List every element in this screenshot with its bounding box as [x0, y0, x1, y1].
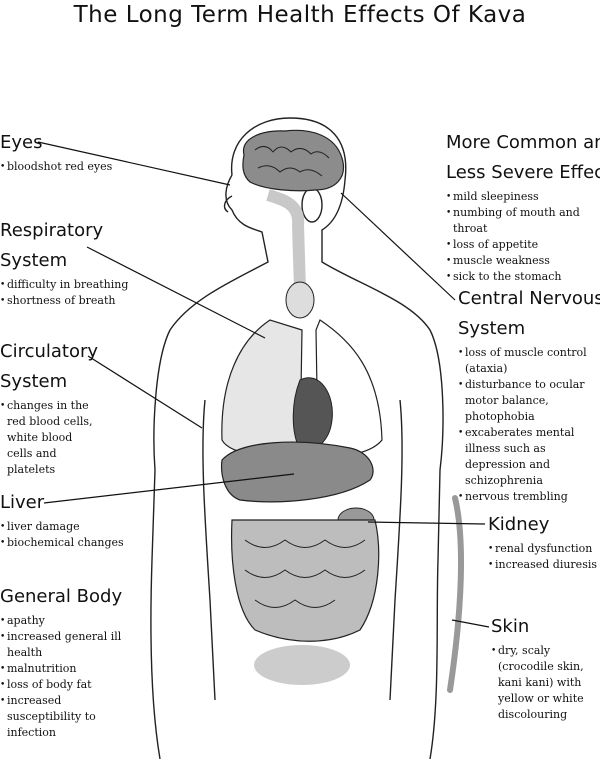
liver-heading: Liver [0, 492, 45, 513]
list-item: increased general ill health [0, 629, 126, 661]
cns-heading-line1: Central Nervous [458, 288, 600, 309]
kidney-list: renal dysfunction increased diuresis [488, 541, 600, 573]
liver [220, 441, 374, 503]
skin-list: dry, scaly (crocodile skin, kani kani) w… [491, 643, 600, 723]
respiratory-heading-line1: Respiratory [0, 220, 104, 241]
list-item: difficulty in breathing [0, 277, 150, 293]
common-effects-heading-line2: Less Severe Effects [446, 162, 600, 183]
kidney-heading: Kidney [488, 514, 550, 535]
liver-section: Liver liver damage biochemical changes [0, 488, 150, 551]
common-effects-section: More Common and Less Severe Effects mild… [446, 128, 600, 285]
respiratory-list: difficulty in breathing shortness of bre… [0, 277, 150, 309]
list-item: changes in the red blood cells, white bl… [0, 398, 96, 478]
list-item: increased diuresis [488, 557, 600, 573]
common-effects-list: mild sleepiness numbing of mouth and thr… [446, 189, 600, 285]
body-outline [150, 117, 444, 759]
liver-list: liver damage biochemical changes [0, 519, 150, 551]
circulatory-heading-line1: Circulatory [0, 341, 99, 362]
general-body-list: apathy increased general ill health maln… [0, 613, 126, 741]
skin-strip [447, 495, 465, 693]
list-item: renal dysfunction [488, 541, 600, 557]
list-item: shortness of breath [0, 293, 150, 309]
list-item: bloodshot red eyes [0, 159, 170, 175]
page-title: The Long Term Health Effects Of Kava [73, 2, 527, 28]
cns-section: Central Nervous System loss of muscle co… [458, 284, 600, 505]
list-item: sick to the stomach [446, 269, 600, 285]
list-item: apathy [0, 613, 126, 629]
list-item: nervous trembling [458, 489, 600, 505]
eyes-section: Eyes bloodshot red eyes [0, 128, 170, 175]
intestines [231, 519, 380, 642]
list-item: numbing of mouth and throat [446, 205, 600, 237]
brain [242, 129, 344, 192]
list-item: liver damage [0, 519, 150, 535]
list-item: loss of muscle control (ataxia) [458, 345, 600, 377]
circulatory-section: Circulatory System changes in the red bl… [0, 337, 99, 478]
list-item: muscle weakness [446, 253, 600, 269]
airway [266, 189, 306, 291]
list-item: malnutrition [0, 661, 126, 677]
respiratory-section: Respiratory System difficulty in breathi… [0, 216, 150, 309]
list-item: disturbance to ocular motor balance, pho… [458, 377, 600, 425]
circulatory-heading-line2: System [0, 371, 68, 392]
skin-section: Skin dry, scaly (crocodile skin, kani ka… [491, 612, 600, 723]
list-item: mild sleepiness [446, 189, 600, 205]
list-item: excaberates mental illness such as depre… [458, 425, 600, 489]
eyes-heading: Eyes [0, 132, 43, 153]
skin-heading: Skin [491, 616, 530, 637]
cns-heading-line2: System [458, 318, 526, 339]
list-item: increased susceptibility to infection [0, 693, 126, 741]
bladder [254, 645, 350, 685]
list-item: loss of body fat [0, 677, 126, 693]
cns-list: loss of muscle control (ataxia) disturba… [458, 345, 600, 505]
common-effects-heading-line1: More Common and [446, 132, 600, 153]
kidney-section: Kidney renal dysfunction increased diure… [488, 510, 600, 573]
list-item: biochemical changes [0, 535, 150, 551]
list-item: loss of appetite [446, 237, 600, 253]
respiratory-heading-line2: System [0, 250, 68, 271]
list-item: dry, scaly (crocodile skin, kani kani) w… [491, 643, 600, 723]
eyes-list: bloodshot red eyes [0, 159, 170, 175]
thyroid [285, 281, 315, 319]
general-body-section: General Body apathy increased general il… [0, 582, 126, 741]
general-body-heading: General Body [0, 586, 123, 607]
circulatory-list: changes in the red blood cells, white bl… [0, 398, 96, 478]
